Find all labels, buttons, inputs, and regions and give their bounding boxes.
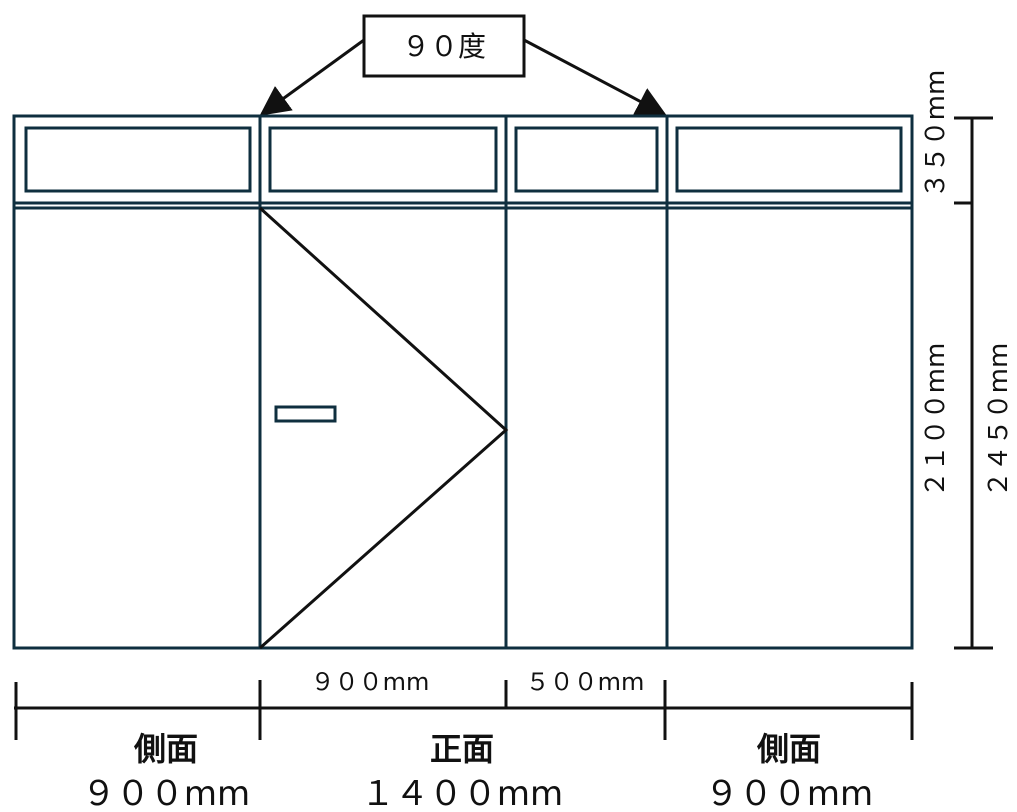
callout-label: ９０度 <box>402 30 486 63</box>
outer-frame <box>12 114 914 650</box>
left-section-name: 側面 <box>133 730 198 768</box>
callout-box <box>362 14 526 78</box>
front-section-width: １４００mm <box>361 774 563 812</box>
door-leaf-width-label: ９００mm <box>311 668 430 696</box>
front-section-name: 正面 <box>430 730 494 768</box>
fixed-panel-width-label: ５００mm <box>526 668 645 696</box>
transom-pane-door <box>268 126 498 193</box>
door-swing-indicator <box>258 206 509 650</box>
right-section-name: 側面 <box>756 730 821 768</box>
transom-pane-right <box>675 126 903 193</box>
transom-pane-fixed <box>514 126 659 193</box>
height-dimensions <box>954 116 993 650</box>
callout-arrow-right <box>523 38 667 116</box>
door-height-label: ２１００mm <box>921 343 951 498</box>
total-height-label: ２４５０mm <box>984 343 1014 498</box>
door-handle <box>274 405 337 423</box>
left-section-width: ９００mm <box>82 774 250 812</box>
callout-arrow-left <box>259 38 365 116</box>
partition-frame <box>12 114 914 650</box>
transom-pane-left <box>24 126 252 193</box>
width-dimensions <box>14 680 914 740</box>
angle-callout: ９０度 <box>259 14 667 116</box>
transom-height-label: ３５０mm <box>921 70 951 199</box>
right-section-width: ９００mm <box>705 774 873 812</box>
